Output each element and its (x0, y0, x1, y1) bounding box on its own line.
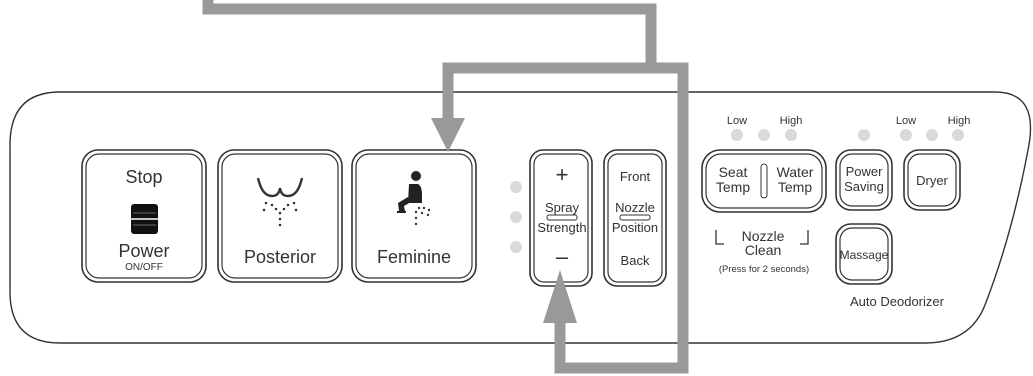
nozzle-back-label: Back (621, 253, 650, 268)
spray-indicator-bar (546, 214, 578, 221)
nozzle-clean-bracket (715, 230, 809, 245)
spray-plus-label: + (556, 162, 569, 187)
dryer-label: Dryer (916, 173, 948, 188)
feminine-seated-person-icon (397, 171, 431, 226)
nozzle-indicator-bar (619, 214, 651, 221)
spray-level-led-1 (510, 181, 522, 193)
power-saving-led (858, 129, 870, 141)
power-saving-label-line-2: Saving (844, 179, 884, 194)
stop-label: Stop (125, 167, 162, 187)
seat-temp-label-line-2: Temp (716, 179, 750, 195)
massage-label: Massage (840, 248, 889, 262)
spray-label-line-2: Strength (537, 220, 586, 235)
arrow-to-feminine-head (431, 118, 465, 152)
nozzle-clean-label-line-2: Clean (745, 242, 782, 258)
dryer-low-label: Low (896, 115, 916, 127)
power-saving-label-line-1: Power (846, 164, 884, 179)
power-sub-label: ON/OFF (125, 262, 163, 273)
spray-label-line-1: Spray (545, 200, 579, 215)
massage-button[interactable]: Massage (835, 223, 893, 285)
seat-temp-label-line-1: Seat (719, 164, 748, 180)
stop-power-button[interactable]: Stop Power ON/OFF (81, 149, 207, 283)
water-temp-label-line-1: Water (777, 164, 814, 180)
dryer-led-2 (926, 129, 938, 141)
spray-strength-rocker[interactable]: + Spray Strength – (529, 149, 593, 287)
arrow-to-spray-line (554, 62, 689, 374)
seat-water-temp-button[interactable]: Seat Temp Water Temp (701, 149, 827, 213)
feminine-label: Feminine (377, 247, 451, 267)
water-temp-label-line-2: Temp (778, 179, 812, 195)
posterior-button[interactable]: Posterior (217, 149, 343, 283)
nozzle-label-line-1: Nozzle (615, 200, 655, 215)
arrow-to-spray-head (543, 270, 577, 323)
seat-temp-high-label: High (780, 115, 803, 127)
feminine-button[interactable]: Feminine (351, 149, 477, 283)
posterior-label: Posterior (244, 247, 316, 267)
power-saving-button[interactable]: Power Saving (835, 149, 893, 211)
posterior-spray-icon (256, 177, 304, 227)
dryer-high-label: High (948, 115, 971, 127)
dryer-button[interactable]: Dryer (903, 149, 961, 211)
power-label: Power (118, 241, 169, 261)
nozzle-clean-note: (Press for 2 seconds) (719, 264, 809, 275)
arrow-to-feminine-line (202, 0, 657, 132)
spray-level-led-3 (510, 241, 522, 253)
seat-temp-low-label: Low (727, 115, 747, 127)
seat-temp-led-2 (758, 129, 770, 141)
auto-deodorizer-label: Auto Deodorizer (850, 294, 945, 309)
nozzle-front-label: Front (620, 169, 651, 184)
gray-arrows (202, 0, 689, 374)
nozzle-clean-label-line-1: Nozzle (742, 228, 785, 244)
temp-divider (760, 163, 768, 199)
nozzle-label-line-2: Position (612, 220, 658, 235)
seat-temp-led-3 (785, 129, 797, 141)
dryer-led-1 (900, 129, 912, 141)
power-switch-icon (131, 204, 158, 234)
spray-level-led-2 (510, 211, 522, 223)
nozzle-position-rocker[interactable]: Front Nozzle Position Back (603, 149, 667, 287)
spray-minus-label: – (556, 244, 569, 269)
dryer-led-3 (952, 129, 964, 141)
seat-temp-led-1 (731, 129, 743, 141)
